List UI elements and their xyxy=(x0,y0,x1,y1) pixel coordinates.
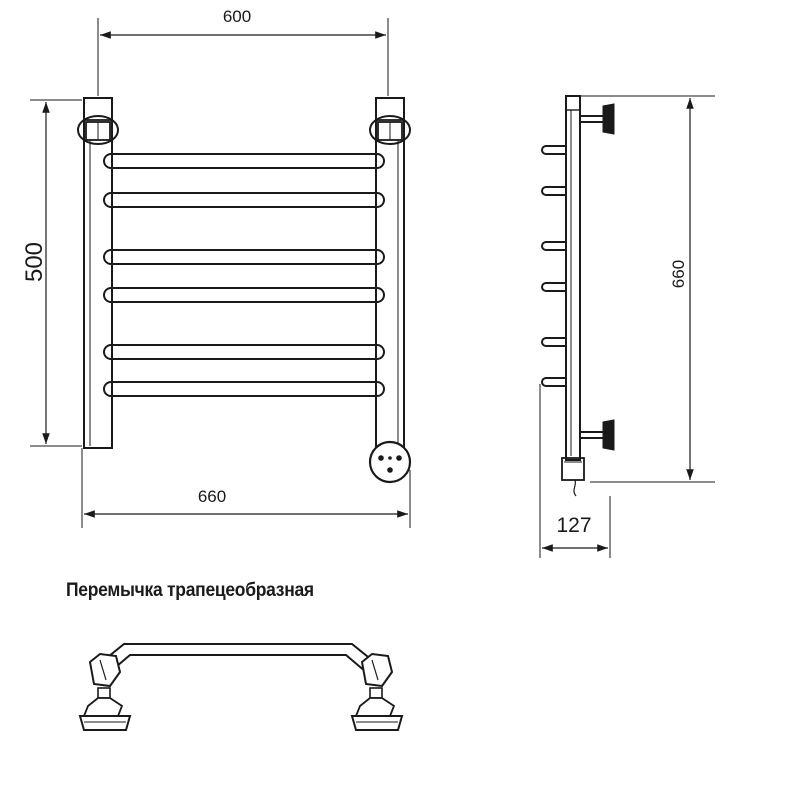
rung-end xyxy=(541,145,566,155)
jumper-right-nut xyxy=(350,652,404,731)
rung-end xyxy=(541,186,566,196)
jumper-detail xyxy=(78,643,404,731)
dim-label-660-side: 660 xyxy=(669,260,688,288)
dim-line-600 xyxy=(97,18,389,96)
side-rungs xyxy=(541,145,566,387)
rung-end xyxy=(541,377,566,387)
dim-label-600: 600 xyxy=(223,7,251,26)
rung xyxy=(103,153,385,169)
rung-end xyxy=(541,241,566,251)
rung xyxy=(103,381,385,397)
left-collector xyxy=(77,97,119,449)
dim-line-660-side xyxy=(580,95,715,483)
rung xyxy=(103,344,385,360)
dim-line-660 xyxy=(81,448,411,528)
wall-bracket-bottom xyxy=(580,419,615,451)
rung xyxy=(103,192,385,208)
jumper-caption: Перемычка трапецеобразная xyxy=(66,580,314,601)
heater-plug xyxy=(561,457,585,497)
jumper-left-nut xyxy=(78,652,132,731)
dim-line-500 xyxy=(30,99,82,447)
dim-label-500: 500 xyxy=(21,242,48,282)
electric-connector-icon xyxy=(368,440,412,484)
rung-end xyxy=(541,337,566,347)
rungs xyxy=(103,153,385,397)
side-view xyxy=(539,95,715,558)
rung xyxy=(103,287,385,303)
dim-label-660: 660 xyxy=(198,487,226,506)
right-collector xyxy=(369,97,411,449)
wall-bracket-top xyxy=(580,103,615,135)
dim-line-127 xyxy=(539,384,611,558)
dim-label-127: 127 xyxy=(556,514,591,537)
rung xyxy=(103,249,385,265)
rung-end xyxy=(541,282,566,292)
front-view xyxy=(30,18,412,528)
